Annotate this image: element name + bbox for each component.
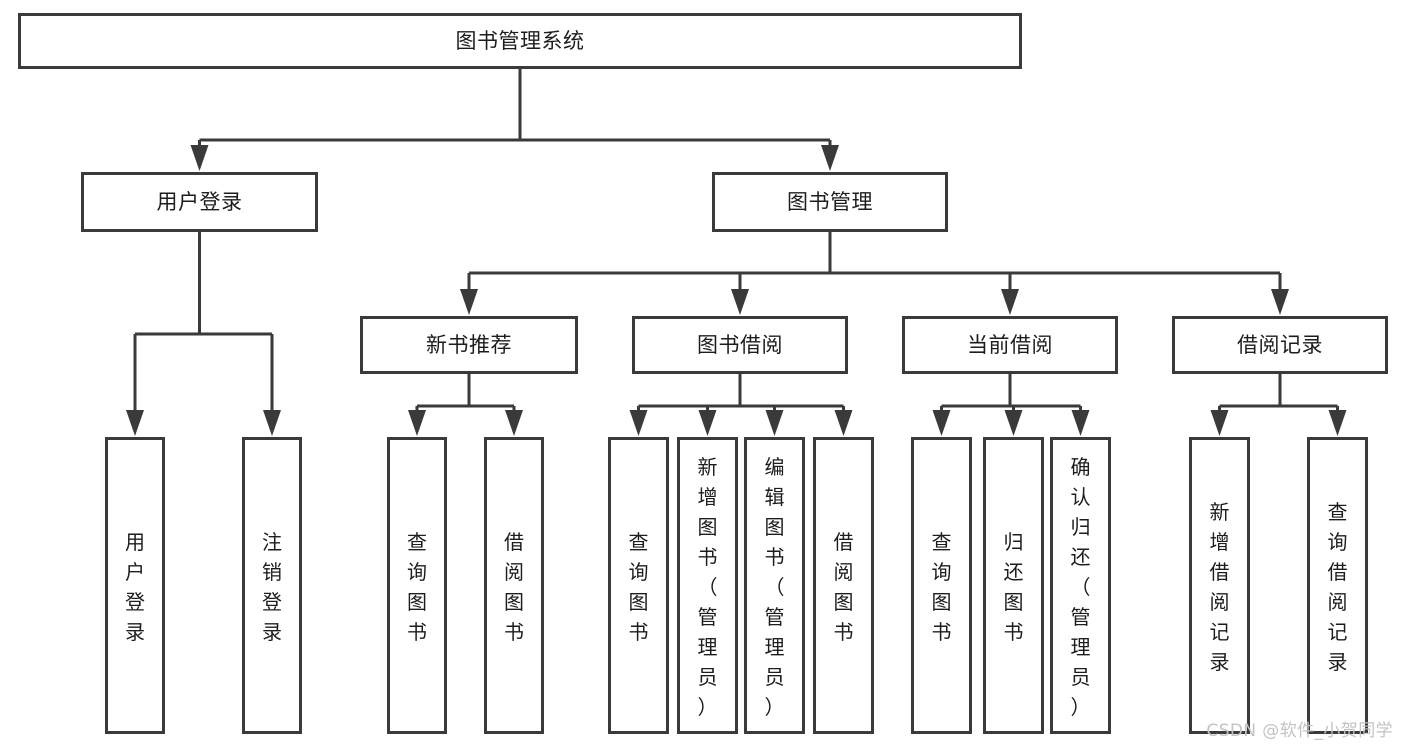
node-box[interactable]	[983, 437, 1044, 734]
arrow-head-icon	[190, 145, 209, 171]
node-book-borrow[interactable]: 图书借阅	[632, 316, 848, 374]
connector-group	[1210, 374, 1347, 436]
node-box[interactable]	[813, 437, 874, 734]
node-leaf-return-book[interactable]: 归还图书	[983, 437, 1044, 734]
connector-group	[190, 69, 839, 171]
node-box[interactable]	[1307, 437, 1368, 734]
node-label: 借阅图书	[504, 530, 524, 644]
node-label: 注销登录	[262, 530, 282, 644]
node-box[interactable]	[18, 13, 1022, 69]
node-box[interactable]	[1172, 316, 1388, 374]
connector-group	[629, 374, 853, 436]
connector-edges-layer	[126, 69, 1347, 436]
node-leaf-query-book-3[interactable]: 查询图书	[911, 437, 972, 734]
node-label: 新增图书（管理员）	[698, 455, 718, 719]
arrow-head-icon	[408, 410, 426, 436]
node-label: 图书管理系统	[456, 29, 585, 53]
diagram-nodes-layer: 图书管理系统用户登录图书管理新书推荐图书借阅当前借阅借阅记录用户登录注销登录查询…	[18, 13, 1388, 734]
node-label: 借阅图书	[834, 530, 854, 644]
node-box[interactable]	[1189, 437, 1250, 734]
node-leaf-borrow-book-1[interactable]: 借阅图书	[484, 437, 544, 734]
node-label: 当前借阅	[967, 333, 1053, 357]
arrow-head-icon	[126, 410, 144, 436]
arrow-head-icon	[765, 410, 784, 436]
arrow-head-icon	[834, 410, 853, 436]
node-box[interactable]	[632, 316, 848, 374]
node-box[interactable]	[242, 437, 302, 734]
node-label: 借阅记录	[1237, 333, 1323, 357]
node-box[interactable]	[744, 437, 805, 734]
node-label: 编辑图书（管理员）	[765, 455, 785, 719]
node-box[interactable]	[911, 437, 972, 734]
node-new-book-rec[interactable]: 新书推荐	[360, 316, 578, 374]
node-label: 图书管理	[787, 190, 873, 214]
arrow-head-icon	[629, 410, 648, 436]
node-leaf-logout[interactable]: 注销登录	[242, 437, 302, 734]
arrow-head-icon	[1001, 289, 1019, 315]
node-leaf-query-book-2[interactable]: 查询图书	[608, 437, 669, 734]
node-label: 用户登录	[157, 190, 243, 214]
arrow-head-icon	[932, 410, 951, 436]
node-leaf-edit-book[interactable]: 编辑图书（管理员）	[744, 437, 805, 734]
node-user-login[interactable]: 用户登录	[81, 172, 318, 232]
node-root[interactable]: 图书管理系统	[18, 13, 1022, 69]
node-leaf-query-book-1[interactable]: 查询图书	[387, 437, 447, 734]
node-box[interactable]	[105, 437, 165, 734]
node-leaf-borrow-book-2[interactable]: 借阅图书	[813, 437, 874, 734]
node-box[interactable]	[360, 316, 578, 374]
node-leaf-query-record[interactable]: 查询借阅记录	[1307, 437, 1368, 734]
node-label: 用户登录	[125, 530, 145, 644]
node-label: 图书借阅	[697, 333, 783, 357]
node-label: 确认归还（管理员）	[1071, 455, 1091, 719]
arrow-head-icon	[460, 289, 478, 315]
node-leaf-add-record[interactable]: 新增借阅记录	[1189, 437, 1250, 734]
node-leaf-user-login[interactable]: 用户登录	[105, 437, 165, 734]
arrow-head-icon	[731, 289, 749, 315]
arrow-head-icon	[821, 145, 839, 171]
node-leaf-confirm-return[interactable]: 确认归还（管理员）	[1050, 437, 1111, 734]
arrow-head-icon	[1210, 410, 1229, 436]
node-current-borrow[interactable]: 当前借阅	[902, 316, 1118, 374]
connector-group	[460, 232, 1289, 315]
node-box[interactable]	[387, 437, 447, 734]
node-label: 查询图书	[629, 530, 649, 644]
arrow-head-icon	[1271, 289, 1289, 315]
node-box[interactable]	[81, 172, 318, 232]
node-label: 归还图书	[1004, 530, 1024, 644]
arrow-head-icon	[1328, 410, 1347, 436]
arrow-head-icon	[698, 410, 717, 436]
node-box[interactable]	[712, 172, 948, 232]
connector-group	[932, 374, 1090, 436]
node-label: 新增借阅记录	[1210, 500, 1230, 674]
arrow-head-icon	[263, 410, 281, 436]
node-box[interactable]	[1050, 437, 1111, 734]
connector-group	[126, 232, 281, 436]
node-box[interactable]	[677, 437, 738, 734]
node-book-manage[interactable]: 图书管理	[712, 172, 948, 232]
arrow-head-icon	[1071, 410, 1090, 436]
node-box[interactable]	[902, 316, 1118, 374]
node-leaf-add-book[interactable]: 新增图书（管理员）	[677, 437, 738, 734]
node-label: 查询图书	[407, 530, 427, 644]
node-label: 查询图书	[932, 530, 952, 644]
node-label: 新书推荐	[426, 333, 512, 357]
arrow-head-icon	[505, 410, 523, 436]
node-borrow-record[interactable]: 借阅记录	[1172, 316, 1388, 374]
arrow-head-icon	[1004, 410, 1023, 436]
node-label: 查询借阅记录	[1328, 500, 1348, 674]
connector-group	[408, 374, 523, 436]
node-box[interactable]	[484, 437, 544, 734]
node-box[interactable]	[608, 437, 669, 734]
